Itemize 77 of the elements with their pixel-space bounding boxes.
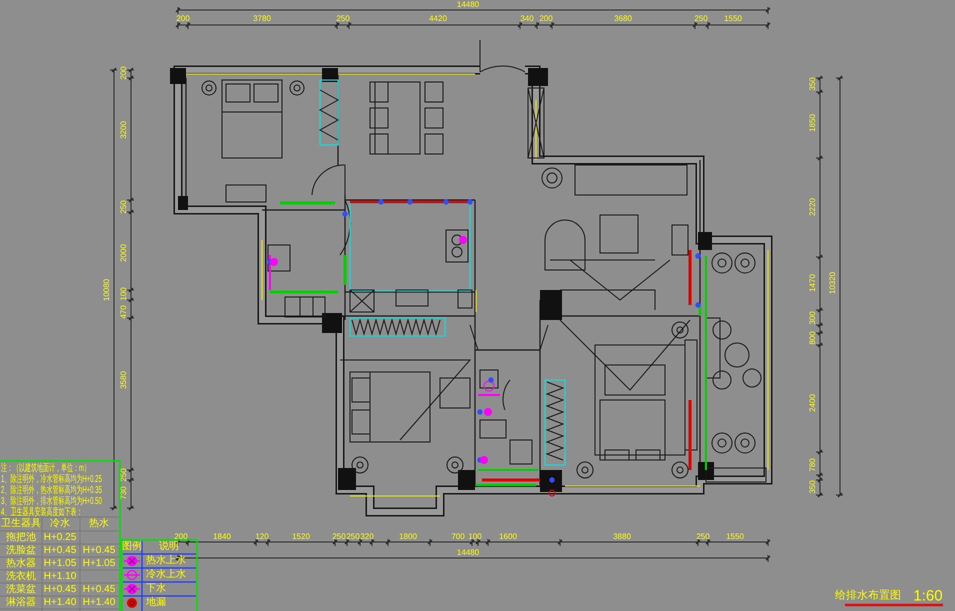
dimension-text: 1550: [726, 533, 744, 541]
dimension-text: 1520: [292, 533, 310, 541]
fixture-name: 淋浴器: [6, 598, 36, 608]
height-value: H+0.45: [82, 585, 116, 595]
height-value: H+0.25: [44, 533, 76, 543]
dimension-text: 200: [539, 15, 553, 23]
fixture-name: 洗衣机: [6, 572, 36, 582]
dimension-text: 200: [120, 66, 128, 80]
height-value: H+1.10: [44, 572, 76, 582]
legend-text: 地漏: [146, 598, 166, 608]
dimension-text: 1470: [809, 274, 817, 292]
dimension-text: 350: [809, 480, 817, 494]
dimension-text: 3780: [253, 15, 271, 23]
dimension-text: 700: [451, 533, 465, 541]
dimension-text: 14480: [456, 1, 480, 9]
dimension-text: 3680: [614, 15, 632, 23]
legend-text: 热水上水: [146, 556, 186, 566]
dimension-text: 340: [520, 15, 534, 23]
dimension-text: 250: [332, 533, 346, 541]
dimension-text: 3580: [120, 371, 128, 389]
column-header: 说明: [159, 542, 179, 552]
dimension-text: 2220: [809, 198, 817, 216]
dimension-text: 2400: [809, 394, 817, 412]
height-value: H+0.45: [44, 546, 76, 556]
dimension-text: 300: [809, 311, 817, 325]
dimension-text: 800: [809, 331, 817, 345]
dimension-text: 200: [176, 15, 190, 23]
dimension-text: 250: [120, 200, 128, 214]
fixture-name: 拖把池: [6, 533, 36, 543]
dimension-text: 1550: [724, 15, 742, 23]
dimension-text: 320: [360, 533, 374, 541]
note-text: 2、除注明外，热水管标高均为H+0.35: [1, 486, 102, 496]
dimension-text: 250: [696, 533, 710, 541]
dimension-text: 350: [809, 77, 817, 91]
dimension-text: 100: [120, 287, 128, 301]
dimension-text: 1600: [499, 533, 517, 541]
note-text: 3、除注明外，排水管标高均为H+0.50: [1, 497, 102, 507]
dimension-text: 1840: [213, 533, 231, 541]
height-value: H+1.40: [82, 598, 116, 608]
dimension-text: 1800: [399, 533, 417, 541]
dimension-text: 3880: [613, 533, 631, 541]
dimension-text: 10080: [103, 278, 111, 302]
dimension-text: 730: [120, 486, 128, 500]
height-value: H+1.40: [44, 598, 76, 608]
dimension-text: 120: [255, 533, 269, 541]
fixture-name: 洗菜盆: [6, 585, 36, 595]
dimension-text: 1850: [809, 114, 817, 132]
dimension-text: 200: [174, 533, 188, 541]
note-text: 1、除注明外，冷水管标高均为H+0.25: [1, 475, 102, 485]
legend-text: 冷水上水: [146, 570, 186, 580]
scale-text: 1:60: [913, 588, 943, 604]
dimension-text: 250: [336, 15, 350, 23]
height-value: H+0.45: [44, 585, 76, 595]
height-value: H+1.05: [44, 559, 76, 569]
note-text: 4、卫生器具安装高度如下表：: [1, 508, 82, 518]
fixture-name: 洗脸盆: [6, 546, 36, 556]
dimension-text: 3200: [120, 121, 128, 139]
dimension-text: 470: [120, 305, 128, 319]
drawing-title: 给排水布置图: [835, 590, 901, 602]
dimension-text: 100: [468, 533, 482, 541]
dimension-text: 14480: [456, 549, 480, 557]
dimension-text: 780: [809, 458, 817, 472]
dimension-text: 2000: [120, 244, 128, 262]
legend-text: 下水: [146, 584, 166, 594]
dimension-text: 10320: [829, 272, 837, 294]
dimension-text: 250: [120, 468, 128, 482]
column-header: 冷水: [50, 519, 70, 529]
fixture-name: 热水器: [6, 559, 36, 569]
dimension-text: 250: [346, 533, 360, 541]
height-value: H+1.05: [82, 559, 116, 569]
column-header: 热水: [89, 519, 109, 529]
height-value: H+0.45: [82, 546, 116, 556]
column-header: 卫生器具: [1, 519, 41, 529]
column-header: 图例: [122, 542, 142, 552]
dimension-text: 4420: [429, 15, 447, 23]
note-text: 注：（以建筑地面计，单位：m）: [1, 464, 90, 474]
dimension-text: 250: [694, 15, 708, 23]
